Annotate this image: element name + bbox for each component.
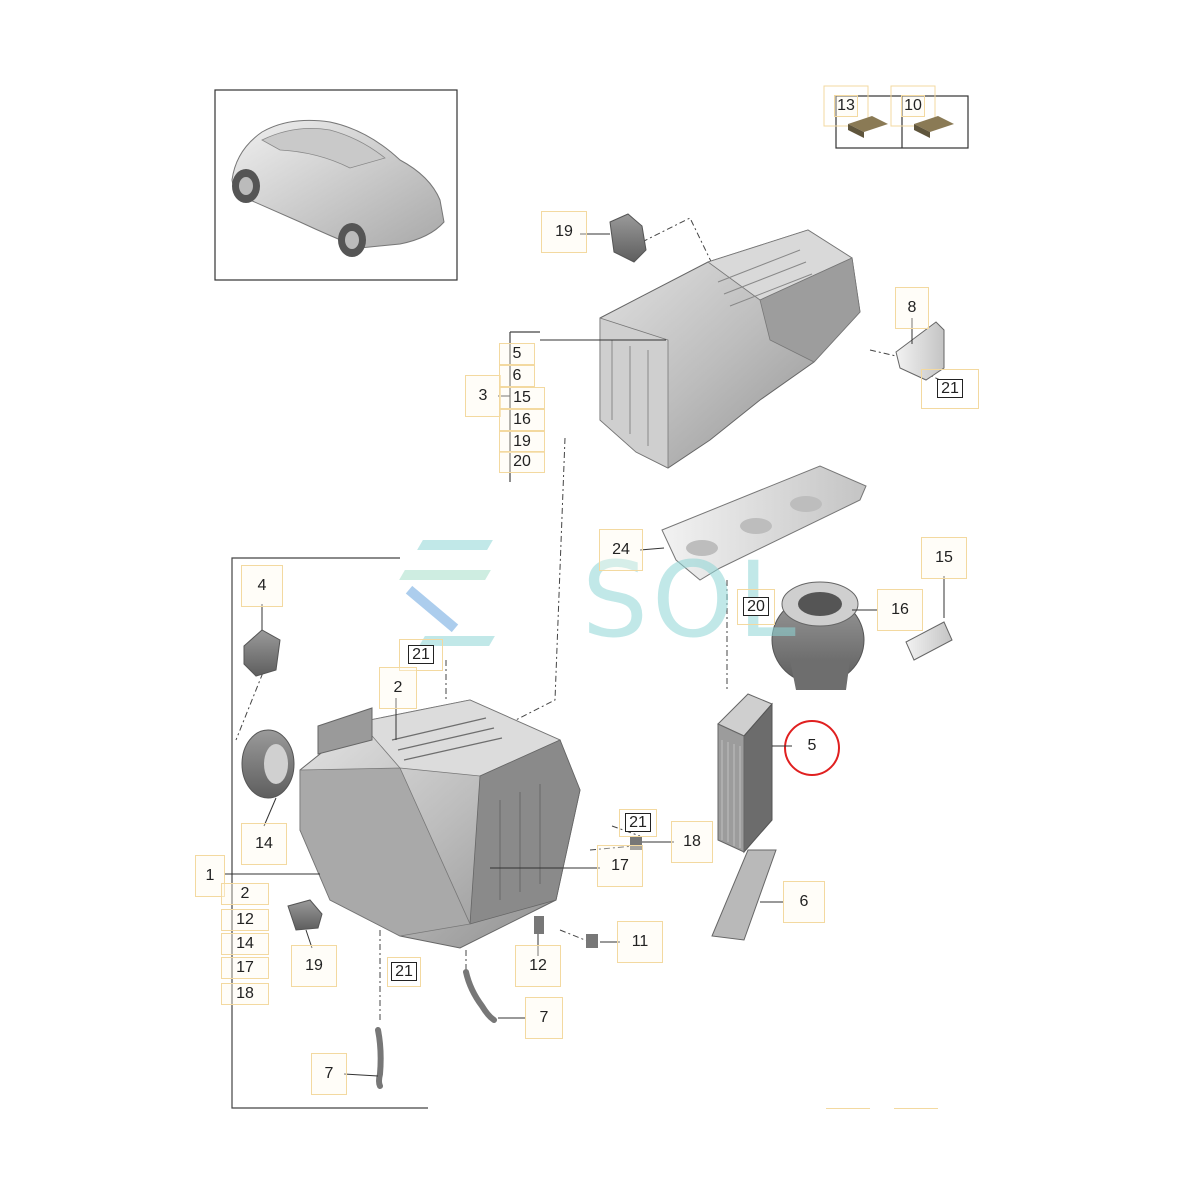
callout-1-item: 12 [221, 909, 269, 931]
boxed-number: 20 [743, 597, 769, 616]
callout-24: 24 [599, 529, 643, 571]
set-box [823, 85, 969, 149]
callout-3-item: 5 [499, 343, 535, 365]
callout-17: 17 [597, 845, 643, 887]
main-heater-unit-part [299, 699, 581, 949]
servo-motor-part [243, 629, 281, 677]
callout-3: 3 [465, 375, 501, 417]
callout-1-item: 18 [221, 983, 269, 1005]
callout-3-item: 6 [499, 365, 535, 387]
bracket-part [895, 321, 945, 381]
callout-20: 20 [737, 589, 775, 625]
small-sensors [534, 836, 642, 948]
callout-16: 16 [877, 589, 923, 631]
callout-21-right: 21 [619, 809, 657, 837]
filter-cover-part [711, 849, 777, 941]
callout-8: 8 [895, 287, 929, 329]
cabin-filter-part [717, 693, 773, 854]
upper-housing-part [599, 229, 861, 469]
callout-14: 14 [241, 823, 287, 865]
callout-3-item: 19 [499, 431, 545, 453]
highlight-circle [784, 720, 840, 776]
callout-12: 12 [515, 945, 561, 987]
callout-21-lower: 21 [387, 957, 421, 987]
label-leader-lines [224, 233, 945, 1077]
callout-3-item: 20 [499, 451, 545, 473]
callout-set-13: 13 [834, 95, 858, 117]
callout-6: 6 [783, 881, 825, 923]
callout-21-upper-right: 21 [921, 369, 979, 409]
boxed-number: 21 [408, 645, 434, 664]
callout-19-top: 19 [541, 211, 587, 253]
vehicle-thumbnail [214, 89, 458, 281]
actuator-part [609, 213, 647, 263]
boxed-number: 21 [937, 379, 963, 398]
blower-motor-part [771, 581, 865, 690]
seal-part [661, 465, 867, 581]
sensor-part [241, 729, 295, 799]
callout-21-center: 21 [399, 639, 443, 671]
resistor-part [905, 621, 953, 661]
boxed-number: 21 [625, 813, 651, 832]
callout-7-left: 7 [311, 1053, 347, 1095]
callout-15: 15 [921, 537, 967, 579]
partial-box [826, 1108, 870, 1119]
callout-4: 4 [241, 565, 283, 607]
callout-7-right: 7 [525, 997, 563, 1039]
callout-5-highlighted: 5 [807, 737, 817, 754]
boxed-number: 21 [391, 962, 417, 981]
callout-1-item: 2 [221, 883, 269, 905]
actuator-lower-part [287, 899, 323, 931]
callout-18: 18 [671, 821, 713, 863]
callout-1: 1 [195, 855, 225, 897]
partial-box [894, 1108, 938, 1119]
watermark-logo-icon [399, 540, 498, 650]
callout-1-item: 14 [221, 933, 269, 955]
callout-19-bottom: 19 [291, 945, 337, 987]
callout-set-10: 10 [901, 95, 925, 117]
callout-3-item: 15 [499, 387, 545, 409]
group-frame-lines [231, 331, 540, 1109]
callout-2: 2 [379, 667, 417, 709]
callout-11: 11 [617, 921, 663, 963]
callout-1-item: 17 [221, 957, 269, 979]
callout-3-item: 16 [499, 409, 545, 431]
drain-hose-parts [375, 969, 497, 1089]
